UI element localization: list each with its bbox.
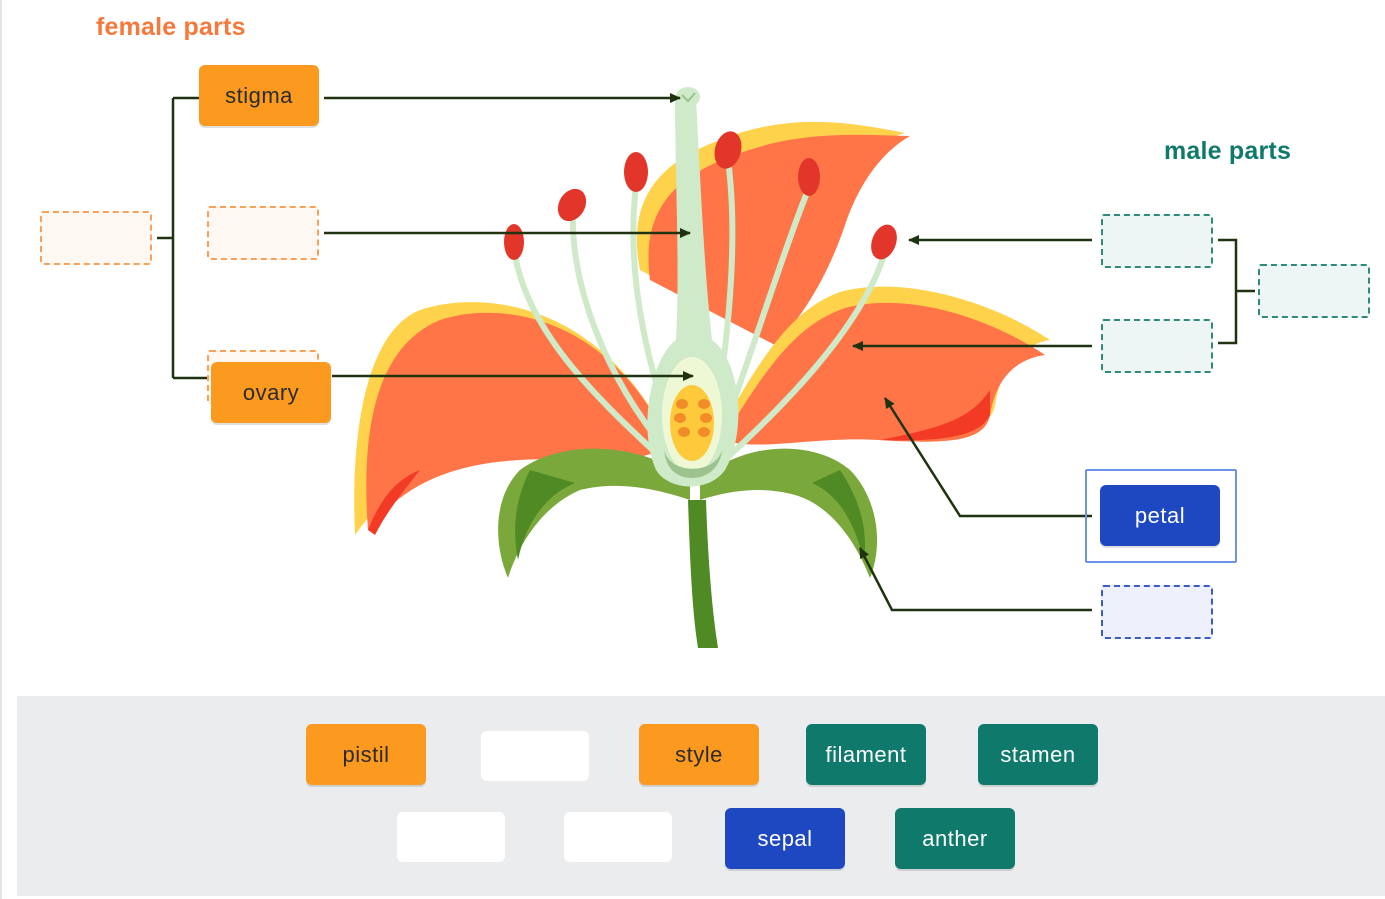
word-bank-anther[interactable]: anther [895,808,1015,869]
style-drop-zone[interactable] [207,206,319,260]
anther-drop-zone[interactable] [1101,214,1213,268]
ovary-label[interactable]: ovary [211,362,331,423]
stigma-label[interactable]: stigma [199,65,319,126]
page-left-rule [0,0,2,899]
petal-label[interactable]: petal [1100,485,1220,546]
word-bank-pistil[interactable]: pistil [306,724,426,785]
word-bank-empty-slot[interactable] [564,812,672,862]
word-bank-empty-slot[interactable] [397,812,505,862]
female-parts-heading: female parts [96,13,246,41]
petal-selection-frame [1085,469,1237,563]
male-group-drop-zone[interactable] [1258,264,1370,318]
flower-illustration [354,87,1050,648]
word-bank-style[interactable]: style [639,724,759,785]
word-bank-stamen[interactable]: stamen [978,724,1098,785]
connector-lines [157,93,1255,612]
filament-drop-zone[interactable] [1101,319,1213,373]
word-bank-sepal[interactable]: sepal [725,808,845,869]
word-bank-filament[interactable]: filament [806,724,926,785]
word-bank-empty-slot[interactable] [481,731,589,781]
sepal-drop-zone[interactable] [1101,585,1213,639]
female-group-drop-zone[interactable] [40,211,152,265]
flower-diagram [157,87,1255,648]
male-parts-heading: male parts [1164,137,1292,165]
